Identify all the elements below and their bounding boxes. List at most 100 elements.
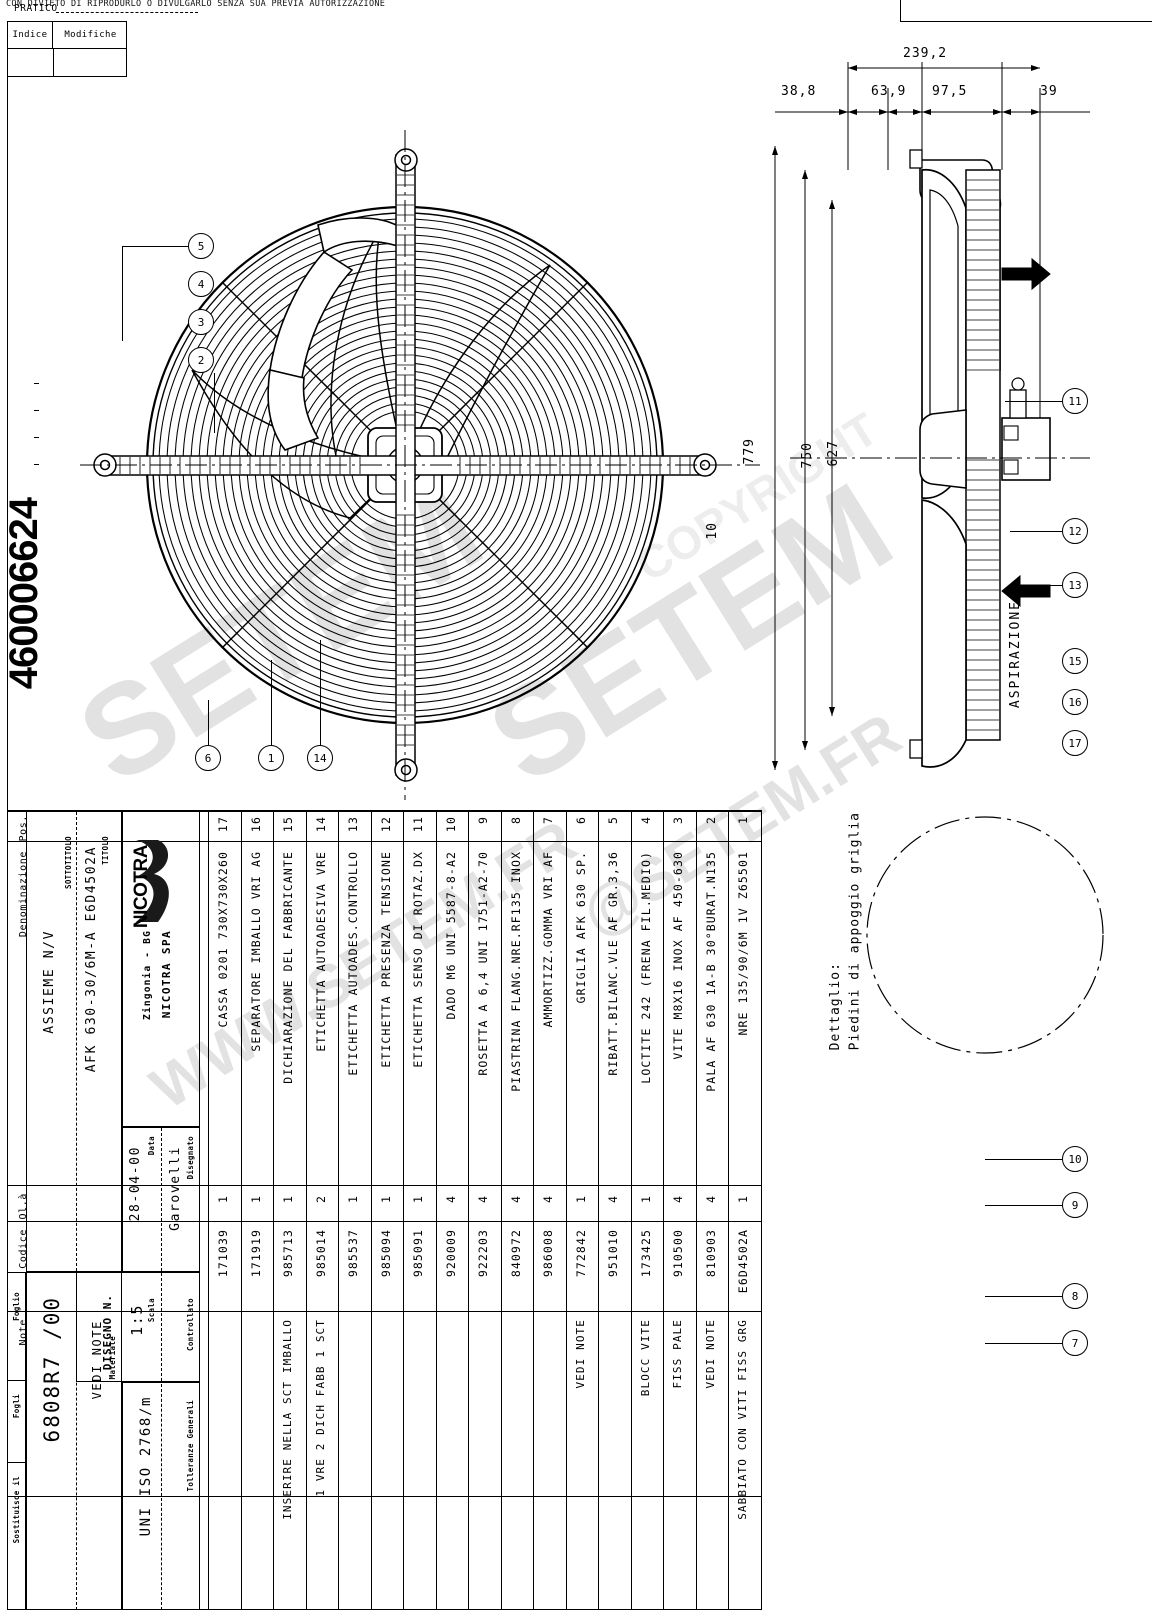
balloon-front-3[interactable]: 3 xyxy=(188,309,214,335)
detail-view-svg xyxy=(866,816,1104,1054)
bom-row-separator xyxy=(468,811,469,1609)
balloon-front-14[interactable]: 14 xyxy=(307,745,333,771)
bom-cell-qty: 1 xyxy=(248,1195,263,1204)
bom-row-separator-end xyxy=(760,811,762,1609)
balloon-right-7[interactable]: 7 xyxy=(1062,1330,1088,1356)
title-subtitle-box xyxy=(26,811,122,1272)
bom-cell-codice: 951010 xyxy=(606,1229,620,1278)
bom-cell-denominazione: CASSA 0201 730X730X260 xyxy=(216,851,230,1028)
pratico-box xyxy=(900,0,1152,22)
balloon-front-4[interactable]: 4 xyxy=(188,271,214,297)
bom-cell-qty: 1 xyxy=(411,1195,425,1204)
detail-view xyxy=(820,805,1140,1105)
balloon-side-17[interactable]: 17 xyxy=(1062,730,1088,756)
bom-cell-codice: 171039 xyxy=(216,1229,230,1278)
tolleranze-label: Tolleranze Generali xyxy=(186,1400,195,1492)
bom-cell-codice: 985537 xyxy=(346,1229,360,1278)
data-label: Data xyxy=(147,1136,156,1156)
pratico-label: PRATICO xyxy=(14,3,58,14)
bom-rule-denom xyxy=(8,1185,761,1186)
drawn-date-divider xyxy=(161,1128,162,1271)
bom-cell-qty: 1 xyxy=(346,1195,360,1204)
tick-mark-2 xyxy=(34,410,39,411)
balloon-right-8[interactable]: 8 xyxy=(1062,1283,1088,1309)
balloon-side-11[interactable]: 11 xyxy=(1062,388,1088,414)
scala-value: 1:5 xyxy=(128,1304,146,1336)
balloon-front-5[interactable]: 5 xyxy=(188,233,214,259)
bom-row-separator xyxy=(273,811,274,1609)
bom-cell-denominazione: DADO M6 UNI 5587-8-A2 xyxy=(443,851,458,1020)
balloon-right-10[interactable]: 10 xyxy=(1062,1146,1088,1172)
revision-col-indice: Indice xyxy=(8,22,53,48)
bom-row-separator xyxy=(500,811,502,1609)
balloon-side-15[interactable]: 15 xyxy=(1062,648,1088,674)
bom-cell-codice: 985091 xyxy=(411,1229,425,1278)
sostituisce-label: Sostituisce il xyxy=(12,1476,21,1544)
drawing-big-code: 460006624 xyxy=(2,498,46,690)
bom-cell-pos: 16 xyxy=(248,816,263,833)
balloon-leader-11 xyxy=(1005,401,1062,402)
disegnato-label: Disegnato xyxy=(186,1136,195,1180)
balloon-front-2[interactable]: 2 xyxy=(188,347,214,373)
bom-row-separator xyxy=(630,811,632,1609)
balloon-leader-2 xyxy=(214,373,215,433)
tick-mark-3 xyxy=(34,437,39,438)
dim-overall-239: 239,2 xyxy=(903,46,948,61)
side-view-svg xyxy=(772,62,1090,770)
bom-cell-pos: 15 xyxy=(281,816,295,833)
bom-cell-codice: 171919 xyxy=(248,1229,263,1278)
bom-cell-pos: 5 xyxy=(606,816,620,825)
balloon-side-13[interactable]: 13 xyxy=(1062,572,1088,598)
bom-cell-qty: 4 xyxy=(443,1195,458,1204)
bom-cell-pos: 12 xyxy=(378,816,393,833)
bom-cell-pos: 9 xyxy=(476,816,490,825)
bom-cell-pos: 14 xyxy=(313,816,328,833)
bom-rule-qty xyxy=(8,1221,761,1222)
balloon-side-12[interactable]: 12 xyxy=(1062,518,1088,544)
balloon-leader-14 xyxy=(320,640,321,745)
bom-cell-codice: 985094 xyxy=(378,1229,393,1278)
bom-cell-pos: 11 xyxy=(411,816,425,833)
bom-cell-denominazione: ROSETTA A 6,4 UNI 1751-A2-70 xyxy=(476,851,490,1076)
bom-row-separator xyxy=(435,811,437,1609)
bom-row-separator xyxy=(403,811,404,1609)
bom-cell-denominazione: LOCTITE 242 (FRENA FIL.MEDIO) xyxy=(638,851,653,1084)
bom-cell-denominazione: VITE M8X16 INOX AF 450-630 xyxy=(671,851,685,1060)
bom-cell-codice: 772842 xyxy=(573,1229,588,1278)
bom-cell-qty: 4 xyxy=(703,1195,718,1204)
balloon-leader-7 xyxy=(985,1343,1062,1344)
bom-cell-note: VEDI NOTE xyxy=(573,1319,587,1389)
controllato-label: Controllato xyxy=(186,1298,195,1351)
bom-row-separator xyxy=(565,811,567,1609)
balloon-leader-5-v xyxy=(122,246,123,341)
bom-cell-qty: 4 xyxy=(508,1195,523,1204)
bom-cell-qty: 1 xyxy=(281,1195,295,1204)
front-view xyxy=(80,120,760,800)
sottotitolo-label: SOTTOTITOLO xyxy=(64,836,73,889)
bom-row-separator xyxy=(695,811,697,1609)
balloon-leader-9 xyxy=(985,1205,1062,1206)
balloon-front-6[interactable]: 6 xyxy=(195,745,221,771)
balloon-right-9[interactable]: 9 xyxy=(1062,1192,1088,1218)
dim-10: 10 xyxy=(705,522,720,540)
bom-cell-note: SABBIATO CON VITI FISS GRG xyxy=(736,1319,749,1520)
bom-cell-denominazione: ETICHETTA SENSO DI ROTAZ.DX xyxy=(411,851,425,1068)
bom-cell-qty: 1 xyxy=(378,1195,393,1204)
balloon-side-16[interactable]: 16 xyxy=(1062,689,1088,715)
bom-cell-qty: 1 xyxy=(573,1195,588,1204)
dim-39: 39 xyxy=(1040,84,1058,99)
bom-rule-note xyxy=(8,1496,761,1497)
bom-row-separator xyxy=(338,811,339,1609)
copyright-notice: CON DIVIETO DI RIPRODURLO O DIVULGARLO S… xyxy=(6,0,386,9)
data-value: 28-04-00 xyxy=(128,1146,143,1222)
dim-63-9: 63,9 xyxy=(871,84,907,99)
bom-cell-note: BLOCC VITE xyxy=(638,1319,652,1397)
bom-cell-qty: 1 xyxy=(638,1195,653,1204)
bom-cell-pos: 17 xyxy=(216,816,230,833)
balloon-front-1[interactable]: 1 xyxy=(258,745,284,771)
bom-cell-codice: 985713 xyxy=(281,1229,295,1278)
bom-cell-codice: 810903 xyxy=(703,1229,718,1278)
tick-mark-4 xyxy=(34,464,39,465)
bom-cell-denominazione: NRE 135/90/6M 1V Z65501 xyxy=(736,851,750,1036)
bom-cell-codice: 922203 xyxy=(476,1229,490,1278)
